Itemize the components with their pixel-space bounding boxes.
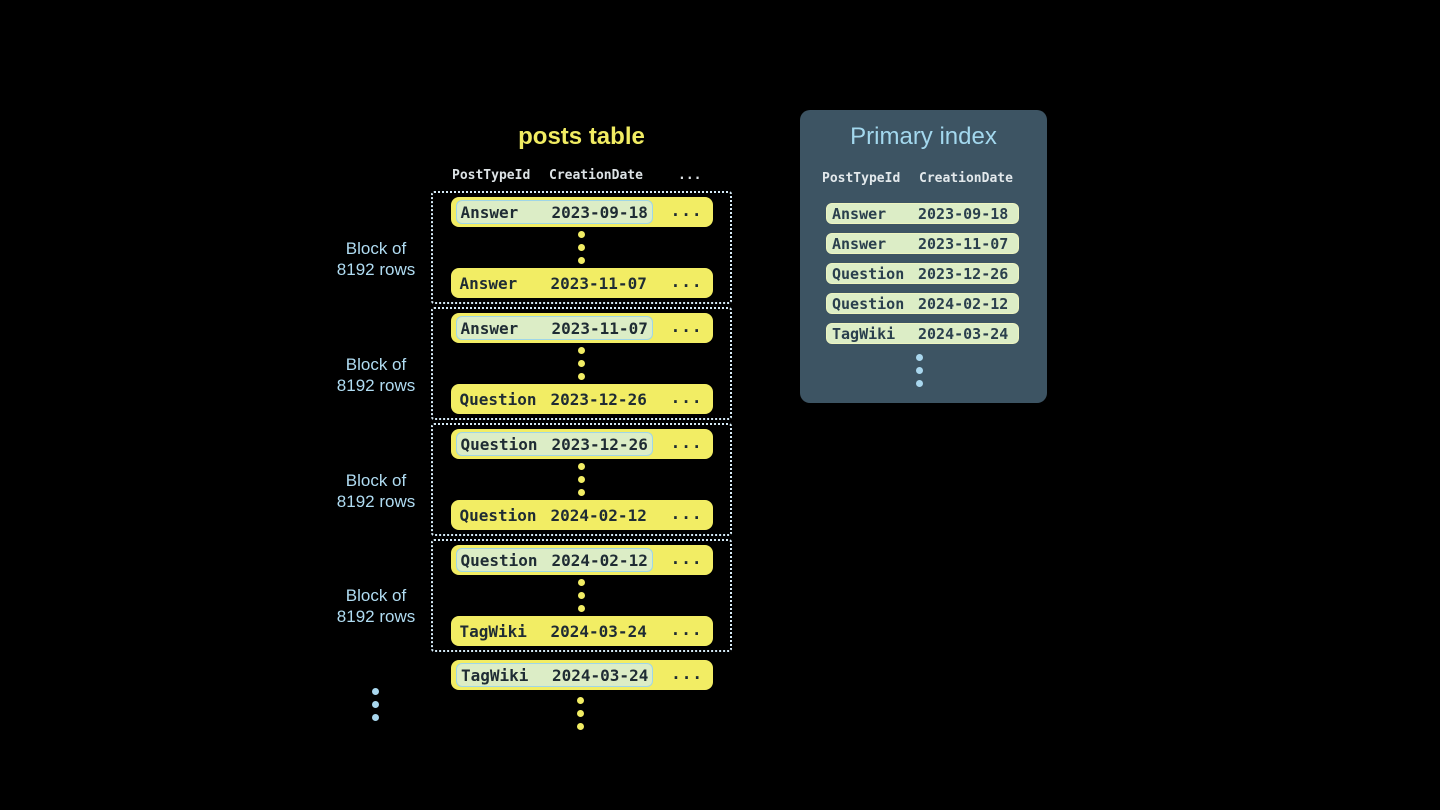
column-header-creationdate: CreationDate [549, 168, 643, 183]
post-type-cell: Answer [832, 204, 887, 223]
creation-date-cell: 2023-11-07 [918, 234, 1009, 253]
post-type-cell: Question [459, 505, 537, 525]
index-entry: Answer 2023-09-18 [826, 203, 1019, 224]
creation-date-cell: 2024-02-12 [550, 505, 647, 525]
row-block-1: Answer 2023-09-18 ... Answer 2023-11-07 … [431, 191, 732, 304]
primary-index-title: Primary index [850, 123, 997, 150]
block-size-label: Block of 8192 rows [296, 354, 456, 396]
block-label-line1: Block of [345, 586, 407, 605]
row-more-columns-ellipsis: ... [670, 549, 703, 568]
post-type-cell: TagWiki [832, 324, 896, 343]
block-label-line1: Block of [345, 355, 407, 374]
posts-table-title: posts table [518, 123, 645, 150]
column-header-posttypeid: PostTypeId [452, 168, 531, 183]
block-label-line2: 8192 rows [336, 376, 416, 395]
index-entry: Question 2023-12-26 [826, 263, 1019, 284]
block-size-label: Block of 8192 rows [296, 585, 456, 627]
table-row: TagWiki 2024-03-24 ... [451, 660, 713, 690]
creation-date-cell: 2023-12-26 [551, 434, 648, 454]
post-type-cell: Answer [459, 273, 518, 293]
indexed-columns-highlight: TagWiki 2024-03-24 [456, 663, 654, 687]
table-row: Question 2024-02-12 ... [450, 500, 713, 530]
row-more-columns-ellipsis: ... [670, 201, 703, 220]
index-column-header-creationdate: CreationDate [919, 171, 1013, 186]
index-column-header-posttypeid: PostTypeId [822, 171, 901, 186]
table-row: Question 2023-12-26 ... [450, 384, 713, 414]
hidden-rows-dots [578, 231, 585, 264]
row-more-columns-ellipsis: ... [670, 272, 703, 291]
post-type-cell: Answer [460, 202, 519, 222]
table-row: Question 2023-12-26 ... [450, 429, 713, 459]
index-entries: Answer 2023-09-18 Answer 2023-11-07 Ques… [826, 203, 1019, 353]
block-label-line2: 8192 rows [336, 260, 416, 279]
table-row: Answer 2023-09-18 ... [450, 197, 713, 227]
creation-date-cell: 2024-03-24 [552, 665, 649, 685]
post-type-cell: Question [460, 434, 538, 454]
creation-date-cell: 2023-12-26 [918, 264, 1009, 283]
row-more-columns-ellipsis: ... [670, 388, 703, 407]
row-block-4: Question 2024-02-12 ... TagWiki 2024-03-… [431, 539, 732, 652]
row-more-columns-ellipsis: ... [671, 664, 703, 683]
block-label-line2: 8192 rows [336, 607, 416, 626]
indexed-columns-highlight: Answer 2023-09-18 [455, 200, 653, 224]
hidden-rows-dots [578, 347, 585, 380]
block-label-line2: 8192 rows [336, 492, 416, 511]
row-more-columns-ellipsis: ... [670, 620, 703, 639]
creation-date-cell: 2023-12-26 [550, 389, 647, 409]
row-block-3: Question 2023-12-26 ... Question 2024-02… [431, 423, 732, 536]
index-entry: Question 2024-02-12 [826, 293, 1019, 314]
more-blocks-dots [372, 688, 379, 721]
table-row: Answer 2023-11-07 ... [450, 268, 713, 298]
post-type-cell: Question [459, 389, 537, 409]
post-type-cell: Question [460, 550, 538, 570]
post-type-cell: Answer [460, 318, 519, 338]
column-header-more-ellipsis: ... [678, 168, 702, 183]
creation-date-cell: 2023-11-07 [551, 318, 648, 338]
post-type-cell: Answer [832, 234, 887, 253]
index-entry: TagWiki 2024-03-24 [826, 323, 1019, 344]
posts-table-blocks: Answer 2023-09-18 ... Answer 2023-11-07 … [431, 191, 732, 655]
creation-date-cell: 2024-02-12 [551, 550, 648, 570]
more-index-entries-dots [916, 354, 923, 387]
table-row: Question 2024-02-12 ... [450, 545, 713, 575]
primary-index-panel: Primary index PostTypeId CreationDate An… [800, 110, 1047, 403]
creation-date-cell: 2023-11-07 [550, 273, 647, 293]
hidden-rows-dots [578, 463, 585, 496]
creation-date-cell: 2024-02-12 [918, 294, 1009, 313]
block-label-line1: Block of [345, 239, 407, 258]
index-entry: Answer 2023-11-07 [826, 233, 1019, 254]
row-more-columns-ellipsis: ... [670, 504, 703, 523]
block-size-label: Block of 8192 rows [296, 470, 456, 512]
creation-date-cell: 2024-03-24 [918, 324, 1009, 343]
indexed-columns-highlight: Answer 2023-11-07 [455, 316, 653, 340]
table-row: Answer 2023-11-07 ... [450, 313, 713, 343]
creation-date-cell: 2023-09-18 [551, 202, 648, 222]
creation-date-cell: 2024-03-24 [550, 621, 647, 641]
creation-date-cell: 2023-09-18 [918, 204, 1009, 223]
post-type-cell: TagWiki [459, 621, 527, 641]
more-rows-dots [577, 697, 584, 730]
post-type-cell: TagWiki [461, 665, 529, 685]
row-more-columns-ellipsis: ... [670, 433, 703, 452]
post-type-cell: Question [832, 264, 905, 283]
hidden-rows-dots [578, 579, 585, 612]
row-block-2: Answer 2023-11-07 ... Question 2023-12-2… [431, 307, 732, 420]
indexed-columns-highlight: Question 2023-12-26 [455, 432, 653, 456]
post-type-cell: Question [832, 294, 905, 313]
row-more-columns-ellipsis: ... [670, 317, 703, 336]
block-size-label: Block of 8192 rows [296, 238, 456, 280]
indexed-columns-highlight: Question 2024-02-12 [455, 548, 653, 572]
table-row: TagWiki 2024-03-24 ... [450, 616, 713, 646]
block-label-line1: Block of [345, 471, 407, 490]
